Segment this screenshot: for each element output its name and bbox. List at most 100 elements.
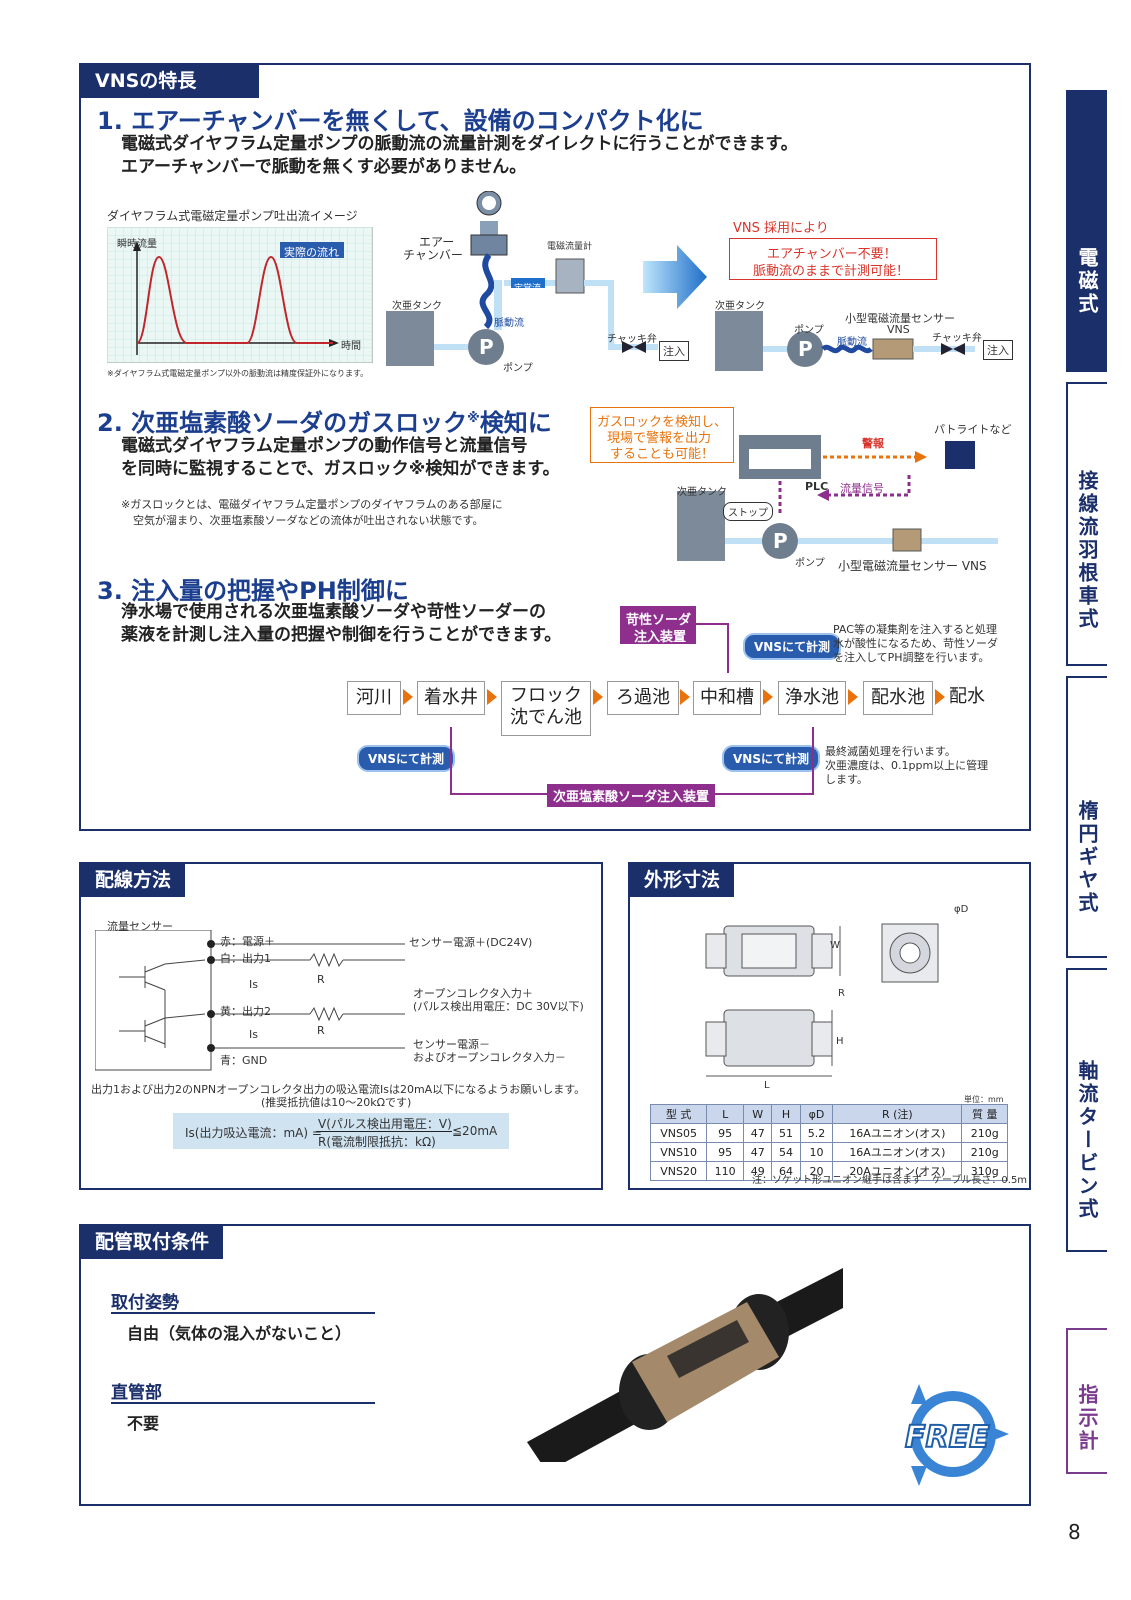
cell: 54 <box>771 1142 801 1162</box>
wire-red: 赤：電源＋ <box>220 935 275 948</box>
step-supply: 配水 <box>949 686 985 707</box>
formula-num: V(パルス検出用電圧：V) <box>318 1117 452 1131</box>
gaslock-diagram: P <box>677 435 998 561</box>
straight-value: 不要 <box>127 1414 160 1433</box>
wire-is1: Is <box>249 978 258 991</box>
features-header: VNSの特長 <box>81 65 259 98</box>
feature2-note2: 空気が溜まり、次亜塩素酸ソーダなどの流体が吐出されない状態です。 <box>133 514 484 527</box>
dim-w: W <box>830 940 840 951</box>
feature1-line2: エアーチャンバーで脈動を無くす必要がありません。 <box>121 157 527 177</box>
col-model: 型 式 <box>649 1104 708 1124</box>
final-note3: します。 <box>825 773 868 786</box>
feature1-title: 1. エアーチャンバーを無くして、設備のコンパクト化に <box>97 107 704 135</box>
dim-r: R <box>838 988 845 999</box>
dimensions-section: 外形寸法 W φD R H L 単位：mm 型 式 L W H φD R (注)… <box>628 862 1031 1190</box>
final-note2: 次亜濃度は、0.1ppm以上に管理 <box>825 759 989 772</box>
flow-arrow-icon <box>593 689 603 705</box>
flow-arrow-icon <box>487 689 497 705</box>
tab-axial-turbine[interactable]: 軸流タービン式 <box>1066 968 1107 1252</box>
caustic-connector <box>696 623 728 625</box>
process-flow: 河川 着水井 フロック 沈でん池 ろ過池 中和槽 浄水池 配水池 配水 <box>347 681 1007 736</box>
step-floc-line1: フロック <box>510 685 582 706</box>
lbl-flowmeter: 電磁流量計 <box>547 242 593 252</box>
step-neutral: 中和槽 <box>693 681 761 715</box>
feature2-title-text: 2. 次亜塩素酸ソーダのガスロック <box>97 409 468 437</box>
wire-t1: センサー電源＋(DC24V) <box>409 936 533 949</box>
cell: 210g <box>961 1142 1008 1162</box>
flow-arrow-icon <box>680 689 690 705</box>
step-floc: フロック 沈でん池 <box>501 681 591 736</box>
before-diagram: P <box>386 191 658 366</box>
caustic-device <box>620 606 696 644</box>
cell: 47 <box>743 1142 773 1162</box>
lbl-plc: PLC <box>805 480 829 493</box>
cell: 64 <box>771 1161 801 1181</box>
step-intake: 着水井 <box>417 681 485 715</box>
tab-oval-gear[interactable]: 楕円ギヤ式 <box>1066 676 1107 958</box>
wire-blue: 青：GND <box>220 1054 268 1067</box>
free-logo <box>910 1384 1009 1486</box>
lbl-patlite: パトライトなど <box>934 423 1012 436</box>
final-note1: 最終滅菌処理を行います。 <box>825 745 956 758</box>
pac-note1: PAC等の凝集剤を注入すると処理 <box>833 623 997 636</box>
feature3-line2: 薬液を計測し注入量の把握や制御を行うことができます。 <box>121 625 562 645</box>
page-number: 8 <box>1068 1520 1081 1544</box>
feature2-title-end: 検知に <box>479 409 552 437</box>
svg-text:P: P <box>479 335 494 359</box>
free-logo-text: FREE <box>904 1419 991 1456</box>
wire-r1: R <box>317 973 325 986</box>
lbl-sensor: 小型電磁流量センサー <box>845 312 955 325</box>
flow-arrow-icon <box>848 689 858 705</box>
feature2-note1: ※ガスロックとは、電磁ダイヤフラム定量ポンプのダイヤフラムのある部屋に <box>121 498 503 511</box>
wiring-section: 配線方法 流量センサー 赤：電源＋ 白：出力1 Is R 黄：出力2 Is R … <box>79 862 603 1190</box>
wire-white: 白：出力1 <box>220 952 271 965</box>
cell: 95 <box>706 1123 745 1143</box>
lbl-chamber: チャンバー <box>403 248 463 262</box>
after-diagram: P <box>715 311 975 371</box>
wiring-header: 配線方法 <box>81 864 186 897</box>
lbl-const: 定常流 <box>514 284 542 294</box>
cell: 49 <box>743 1161 773 1181</box>
tab-indicator[interactable]: 指示計 <box>1066 1328 1107 1474</box>
caustic-line1: 苛性ソーダ <box>626 613 692 628</box>
cell: 51 <box>771 1123 801 1143</box>
feature3-title: 3. 注入量の把握やPH制御に <box>97 577 409 605</box>
transition-arrow <box>643 245 707 309</box>
wire-r2: R <box>317 1024 325 1037</box>
lbl-inject: 注入 <box>659 341 689 361</box>
col-h: H <box>771 1104 801 1124</box>
chart-note: ※ダイヤフラム式電磁定量ポンプ以外の脈動流は精度保証外になります。 <box>107 369 369 378</box>
wire-t3b: およびオープンコレクタ入力－ <box>413 1051 566 1064</box>
cell: 5.2 <box>799 1123 834 1143</box>
formula-right: ≦20mA <box>452 1124 498 1138</box>
lbl-pulse: 脈動流 <box>494 318 524 329</box>
caustic-drop <box>727 623 729 673</box>
product-photo <box>527 1268 843 1462</box>
flow-arrow-icon <box>403 689 413 705</box>
step-river: 河川 <box>347 681 401 715</box>
feature2-line2: を同時に監視することで、ガスロック※検知ができます。 <box>121 459 560 479</box>
chart-legend: 実際の流れ <box>284 246 339 259</box>
lbl-vns: VNS <box>887 323 910 336</box>
step-clean: 浄水池 <box>778 681 846 715</box>
chart-xlabel: 時間 <box>341 341 361 352</box>
feature2-line1: 電磁式ダイヤフラム定量ポンプの動作信号と流量信号 <box>121 436 528 456</box>
cell: 16Aユニオン(オス) <box>832 1142 963 1162</box>
cell: 110 <box>706 1161 745 1181</box>
lbl-sensor-vns: 小型電磁流量センサー VNS <box>838 559 987 573</box>
formula-left: Is(出力吸込電流：mA) = <box>185 1126 322 1140</box>
hypo-line-left <box>450 727 452 795</box>
svg-text:P: P <box>798 337 813 361</box>
chart-ylabel: 瞬時流量 <box>117 239 157 250</box>
cell: 47 <box>743 1123 773 1143</box>
dim-d: φD <box>954 904 969 915</box>
tab-electromagnetic[interactable]: 電磁式 <box>1066 90 1107 372</box>
lbl-check2: チャッキ弁 <box>932 333 982 344</box>
lbl-air: エアー <box>419 235 455 249</box>
feature2-title-sup: ※ <box>467 411 480 426</box>
lbl-inject2: 注入 <box>983 340 1013 360</box>
tab-tangential[interactable]: 接線流羽根車式 <box>1066 382 1107 666</box>
cell: 20Aユニオン(オス) <box>832 1161 963 1181</box>
wire-is2: Is <box>249 1028 258 1041</box>
chart-title: ダイヤフラム式電磁定量ポンプ吐出流イメージ <box>107 209 358 223</box>
